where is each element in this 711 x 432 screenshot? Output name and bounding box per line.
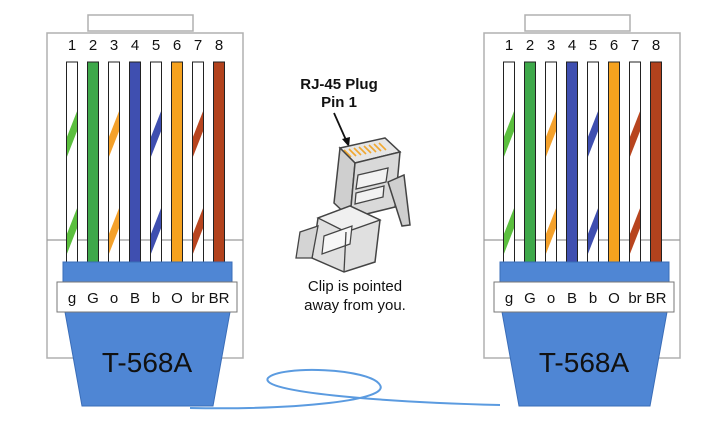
plug-title-line2: Pin 1 [321, 94, 357, 111]
wire [213, 62, 225, 267]
pin-number: 2 [89, 37, 97, 54]
wire [587, 62, 599, 267]
wire [566, 62, 578, 267]
wire [129, 62, 141, 267]
latch-tab [524, 14, 631, 32]
wire [608, 62, 620, 267]
pin-number: 3 [110, 37, 118, 54]
wire [150, 62, 162, 267]
pin1-arrow-head [342, 137, 350, 147]
wire-code-label: O [171, 290, 183, 307]
clip-note-line1: Clip is pointed [308, 278, 402, 295]
wire-code-label: o [547, 290, 555, 307]
wire-code-label: b [152, 290, 160, 307]
wire-code-label: BR [646, 290, 667, 307]
wire [66, 62, 78, 267]
plug-body [295, 137, 411, 273]
pin-number: 6 [173, 37, 181, 54]
pin-number: 5 [589, 37, 597, 54]
wire-code-label: G [87, 290, 99, 307]
wire-code-label: o [110, 290, 118, 307]
wire-code-strip [56, 281, 238, 313]
wire [171, 62, 183, 267]
standard-label: T-568A [539, 347, 630, 378]
wire-code-label: G [524, 290, 536, 307]
wire-code-label: O [608, 290, 620, 307]
wire-code-label: br [628, 290, 641, 307]
wire-code-label: BR [209, 290, 230, 307]
pin-number: 4 [568, 37, 576, 54]
latch-tab [87, 14, 194, 32]
wire [650, 62, 662, 267]
wire-code-label: g [505, 290, 513, 307]
pin-number: 2 [526, 37, 534, 54]
standard-label: T-568A [102, 347, 193, 378]
wire-code-label: b [589, 290, 597, 307]
pin-number: 6 [610, 37, 618, 54]
rj45-plug-illustration: RJ-45 Plug Pin 1 [295, 76, 411, 314]
pin-number: 3 [547, 37, 555, 54]
wire [192, 62, 204, 267]
pin-number: 5 [152, 37, 160, 54]
pin-number: 1 [505, 37, 513, 54]
pin-number: 8 [215, 37, 223, 54]
plug-contacts [343, 142, 387, 158]
pin-number: 7 [631, 37, 639, 54]
plug-title-line1: RJ-45 Plug [300, 76, 378, 93]
wire-code-label: br [191, 290, 204, 307]
wire-code-label: B [130, 290, 140, 307]
wire [108, 62, 120, 267]
wire-code-strip [493, 281, 675, 313]
wire-code-label: B [567, 290, 577, 307]
wire [503, 62, 515, 267]
wire-code-label: g [68, 290, 76, 307]
pin-number: 1 [68, 37, 76, 54]
pin-number: 7 [194, 37, 202, 54]
cable-loop [189, 368, 501, 410]
wire [545, 62, 557, 267]
pin1-arrow-line [333, 112, 347, 141]
pin-number: 4 [131, 37, 139, 54]
wire [87, 62, 99, 267]
pin-number: 8 [652, 37, 660, 54]
wire [629, 62, 641, 267]
wire [524, 62, 536, 267]
clip-note-line2: away from you. [304, 297, 406, 314]
